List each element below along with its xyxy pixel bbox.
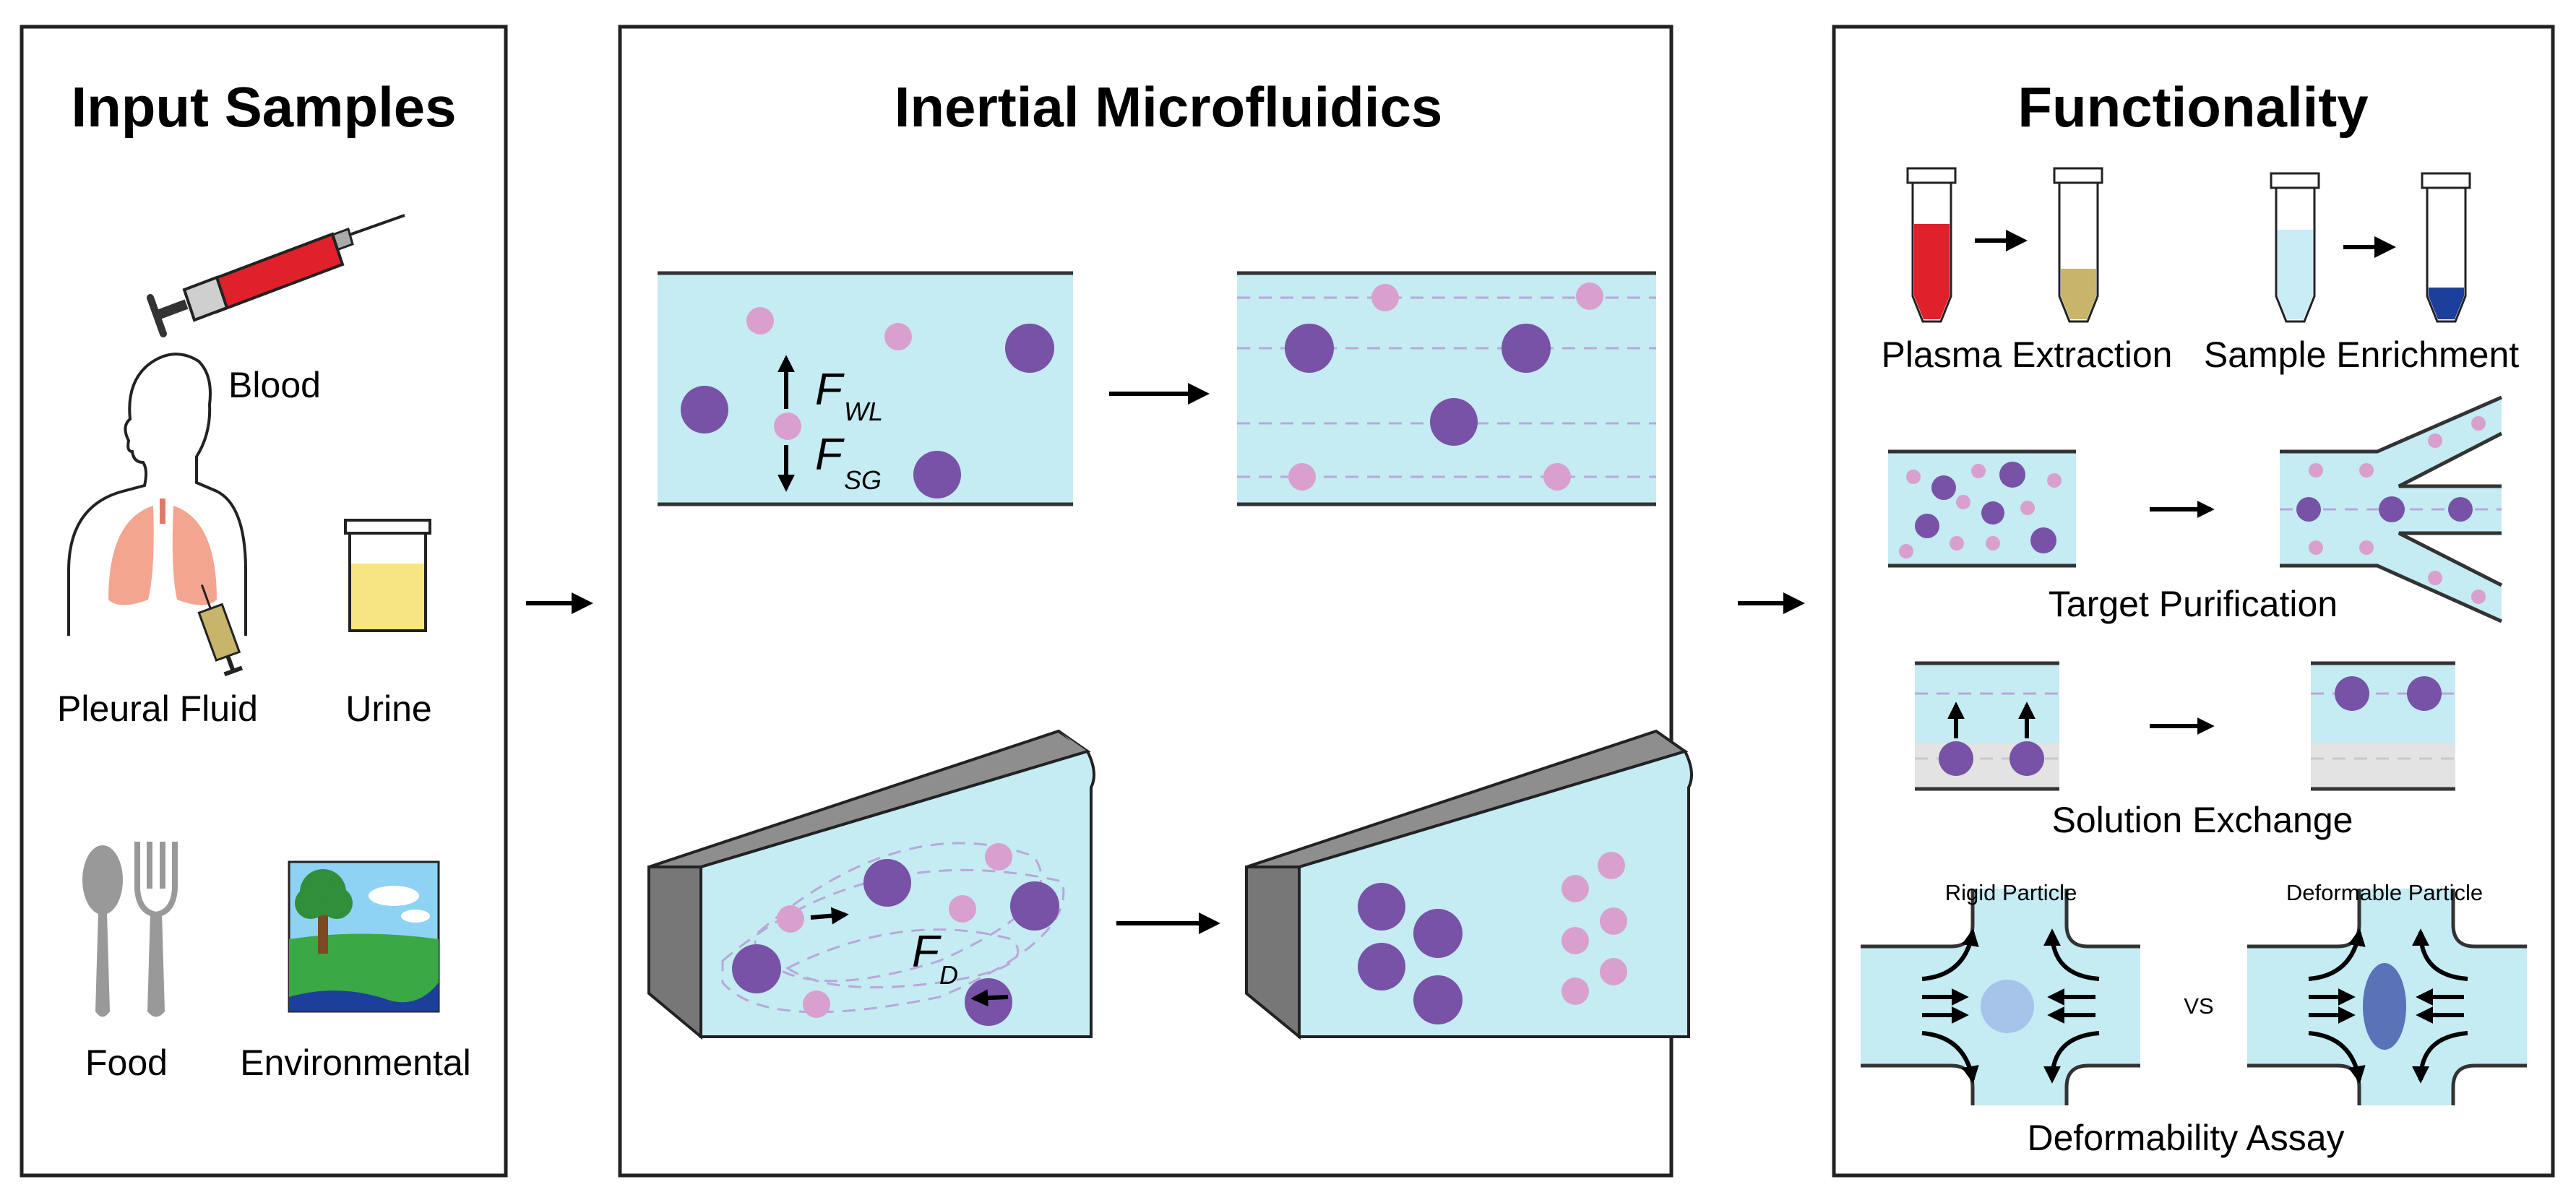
deformable-particle-label: Deformable Particle (2286, 880, 2483, 905)
force-d-subscript: D (939, 960, 958, 990)
small-particle (1598, 852, 1625, 879)
large-particle (1285, 324, 1334, 373)
rigid-particle-label: Rigid Particle (1945, 880, 2077, 905)
small-particle (985, 843, 1012, 871)
urine-label: Urine (345, 689, 431, 729)
inertial-microfluidics-panel: Inertial Microfluidics F WL F SG (618, 25, 1693, 1178)
small-particle (777, 905, 804, 933)
deformability-assay-label: Deformability Assay (2027, 1118, 2344, 1158)
input-samples-panel: Input Samples Blood Pleural Fluid (20, 25, 508, 1178)
small-particle (1371, 284, 1399, 311)
small-particle (1288, 463, 1316, 491)
solution-exchange-icon (1915, 661, 2455, 791)
blood-label: Blood (228, 365, 321, 405)
functionality-title: Functionality (2017, 75, 2368, 139)
small-particle (949, 895, 976, 923)
small-particle (884, 323, 912, 350)
sample-enrichment-label: Sample Enrichment (2204, 334, 2519, 375)
small-particle (1561, 927, 1589, 954)
input-samples-title: Input Samples (71, 75, 456, 139)
functionality-panel: Functionality Plasma Extraction Sample E… (1832, 25, 2555, 1178)
large-particle (863, 859, 911, 907)
curved-channel-before: F D (647, 729, 1095, 1040)
urine-cup-icon (344, 519, 431, 632)
large-particle (1010, 881, 1059, 931)
small-particle (1600, 958, 1627, 985)
rigid-particle-cross-channel (1861, 889, 2140, 1105)
deformable-particle-cross-channel (2247, 889, 2527, 1105)
small-particle (1543, 463, 1571, 491)
landscape-icon (288, 860, 440, 1013)
straight-channel-after (1237, 271, 1656, 506)
solution-exchange-label: Solution Exchange (2052, 800, 2353, 840)
large-particle (1358, 943, 1405, 990)
large-particle (1430, 398, 1478, 446)
target-purification-label: Target Purification (2049, 584, 2338, 624)
force-f-wl-symbol: F (815, 365, 845, 415)
small-particle (1561, 875, 1589, 902)
small-particle (1576, 282, 1603, 310)
large-particle (1413, 909, 1463, 958)
small-particle (774, 413, 801, 440)
large-particle (1358, 883, 1405, 931)
spoon-fork-icon (82, 842, 178, 1017)
large-particle (1502, 324, 1551, 373)
small-particle (803, 990, 830, 1018)
straight-channel-before: F WL F SG (658, 271, 1073, 506)
plasma-extraction-label: Plasma Extraction (1882, 334, 2173, 375)
dean-flow-arrow (810, 907, 849, 925)
sample-enrichment-icon (2270, 172, 2471, 323)
force-wl-subscript: WL (844, 397, 883, 426)
versus-label: VS (2184, 993, 2213, 1019)
food-label: Food (85, 1043, 168, 1083)
target-purification-icon (1888, 395, 2503, 623)
curved-channel-after (1245, 729, 1693, 1040)
large-particle (681, 386, 728, 433)
force-f-sg-symbol: F (815, 430, 845, 480)
large-particle (1005, 324, 1054, 373)
dean-flow-arrow (970, 989, 1009, 1007)
environmental-label: Environmental (240, 1043, 471, 1083)
large-particle (913, 451, 961, 498)
plasma-extraction-icon (1906, 167, 2103, 323)
large-particle (965, 978, 1012, 1026)
large-particle (732, 944, 781, 993)
large-particle (1413, 975, 1463, 1024)
force-f-d-symbol: F (912, 927, 942, 977)
inertial-microfluidics-title: Inertial Microfluidics (895, 75, 1442, 139)
person-lungs-icon (67, 353, 247, 677)
small-particle (746, 307, 774, 334)
force-sg-subscript: SG (844, 465, 882, 495)
syringe-icon (147, 214, 405, 337)
small-particle (1600, 907, 1627, 935)
pleural-fluid-label: Pleural Fluid (57, 689, 258, 729)
small-particle (1561, 977, 1589, 1005)
